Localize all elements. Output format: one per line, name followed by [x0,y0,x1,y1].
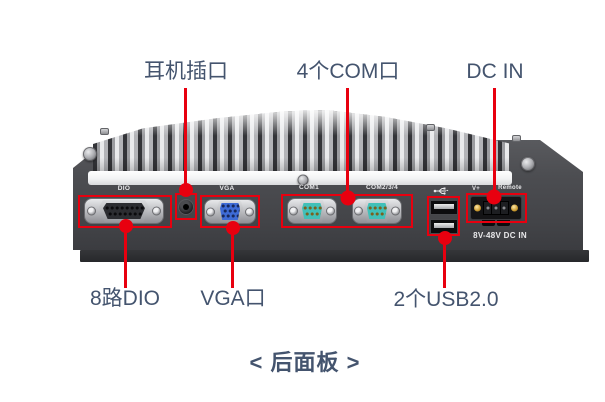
annotation-line-usb [443,238,446,288]
annotation-line-vga [231,229,234,288]
annotation-line-dcin [493,88,496,197]
screw-icon [100,128,109,135]
pin-row [303,206,322,210]
screw-hole-icon [391,206,400,216]
com234-port [352,198,402,224]
annotation-line-com [346,88,349,198]
screw-icon [512,135,521,142]
screw-hole-icon [206,207,215,216]
annotation-dot-headphone [179,183,193,197]
pin-row [305,212,322,216]
annotation-label-vga: VGA口 [200,287,266,310]
annotation-dot-com [340,190,356,206]
com1-insert [302,203,322,219]
dc-tab [497,220,510,226]
pin-row [368,206,387,210]
dsub-shell [99,200,149,222]
vga-port [204,199,256,224]
annotation-label-dio: 8路DIO [89,287,161,310]
pin-row [370,212,387,216]
screw-hole-icon [326,206,335,216]
dc-screw-terminal-icon [511,204,518,212]
annotation-box-headphone [175,193,197,220]
dc-tab [482,220,495,226]
screw-hole-icon [152,206,161,216]
screw-hole-icon [245,207,254,216]
screw-hole-icon [87,206,96,216]
com234-insert [367,203,387,219]
vga-insert [220,203,240,220]
pin-row [108,212,143,216]
annotation-line-dio [124,227,127,288]
com1-port [287,198,337,224]
usb-trident-icon [433,187,449,195]
screw-hole-icon [289,206,298,216]
dio-port-label: DIO [117,185,131,192]
headphone-jack [178,199,194,215]
annotation-label-usb: 2个USB2.0 [393,288,499,311]
com1-port-label: COM1 [299,184,319,191]
screw-icon [83,147,97,161]
dio-insert [103,203,145,219]
annotation-box-usb [427,196,460,236]
vga-port-label: VGA [219,185,235,192]
pin-row [105,206,145,210]
usb-tongue [434,223,454,228]
figure-caption: < 后面板 > [249,350,361,375]
chassis-base [80,250,589,262]
usb-tongue [434,204,454,209]
dsub-shell [364,200,390,222]
dsub-shell [217,201,243,222]
annotation-dot-dcin [486,189,502,205]
screw-icon [521,157,535,171]
dsub-shell [299,200,325,222]
dc-remote-label: Remote [498,185,522,191]
annotation-label-com: 4个COM口 [296,60,400,83]
annotation-dot-usb [438,231,452,245]
pin-row [221,204,240,208]
dc-voltage-label: 8V-48V DC IN [473,231,527,240]
dc-vplus-label: V+ [471,186,481,192]
dc-screw-terminal-icon [474,204,481,212]
dio-port [84,198,164,224]
annotation-dot-dio [119,219,133,233]
annotation-line-headphone [184,88,187,190]
annotation-label-headphone: 耳机插口 [144,60,228,83]
screw-icon [297,174,309,186]
jack-hole [183,204,189,210]
pin-row [223,209,240,213]
screw-icon [426,124,435,131]
screw-hole-icon [354,206,363,216]
pin-row [221,214,240,218]
annotation-dot-vga [226,221,240,235]
heatsink-fins [93,110,509,178]
usb-port-1 [430,200,458,215]
annotation-label-dcin: DC IN [466,60,524,83]
com234-port-label: COM2/3/4 [365,184,399,191]
